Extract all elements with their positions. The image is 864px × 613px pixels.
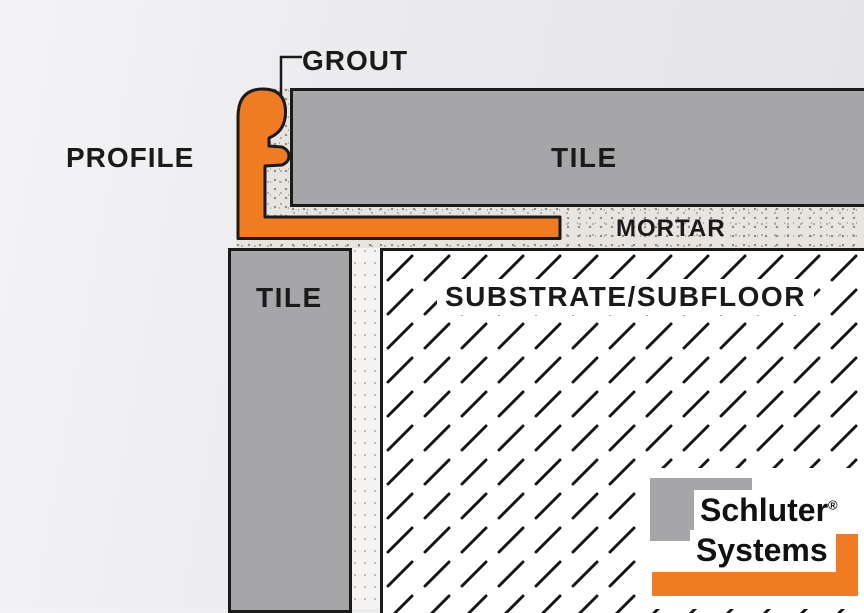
tile-vertical: [228, 248, 352, 613]
tile-left-label: TILE: [256, 282, 323, 313]
logo-brand-name: Schluter®: [694, 490, 844, 531]
profile-label: PROFILE: [66, 142, 195, 173]
logo-profile-bar: [652, 572, 858, 596]
mortar-label: MORTAR: [616, 215, 726, 242]
registered-trademark-icon: ®: [828, 497, 838, 513]
wall-mortar-layer: [352, 248, 380, 609]
logo-text-systems: Systems: [690, 530, 834, 571]
substrate-label: SUBSTRATE/SUBFLOOR: [437, 279, 814, 315]
grout-joint: [262, 88, 292, 219]
logo-text-schluter: Schluter: [700, 492, 829, 528]
mortar-layer: [236, 207, 864, 248]
tile-top-label: TILE: [551, 142, 618, 173]
grout-label: GROUT: [302, 45, 409, 76]
schluter-systems-logo: Schluter® Systems: [638, 468, 864, 609]
